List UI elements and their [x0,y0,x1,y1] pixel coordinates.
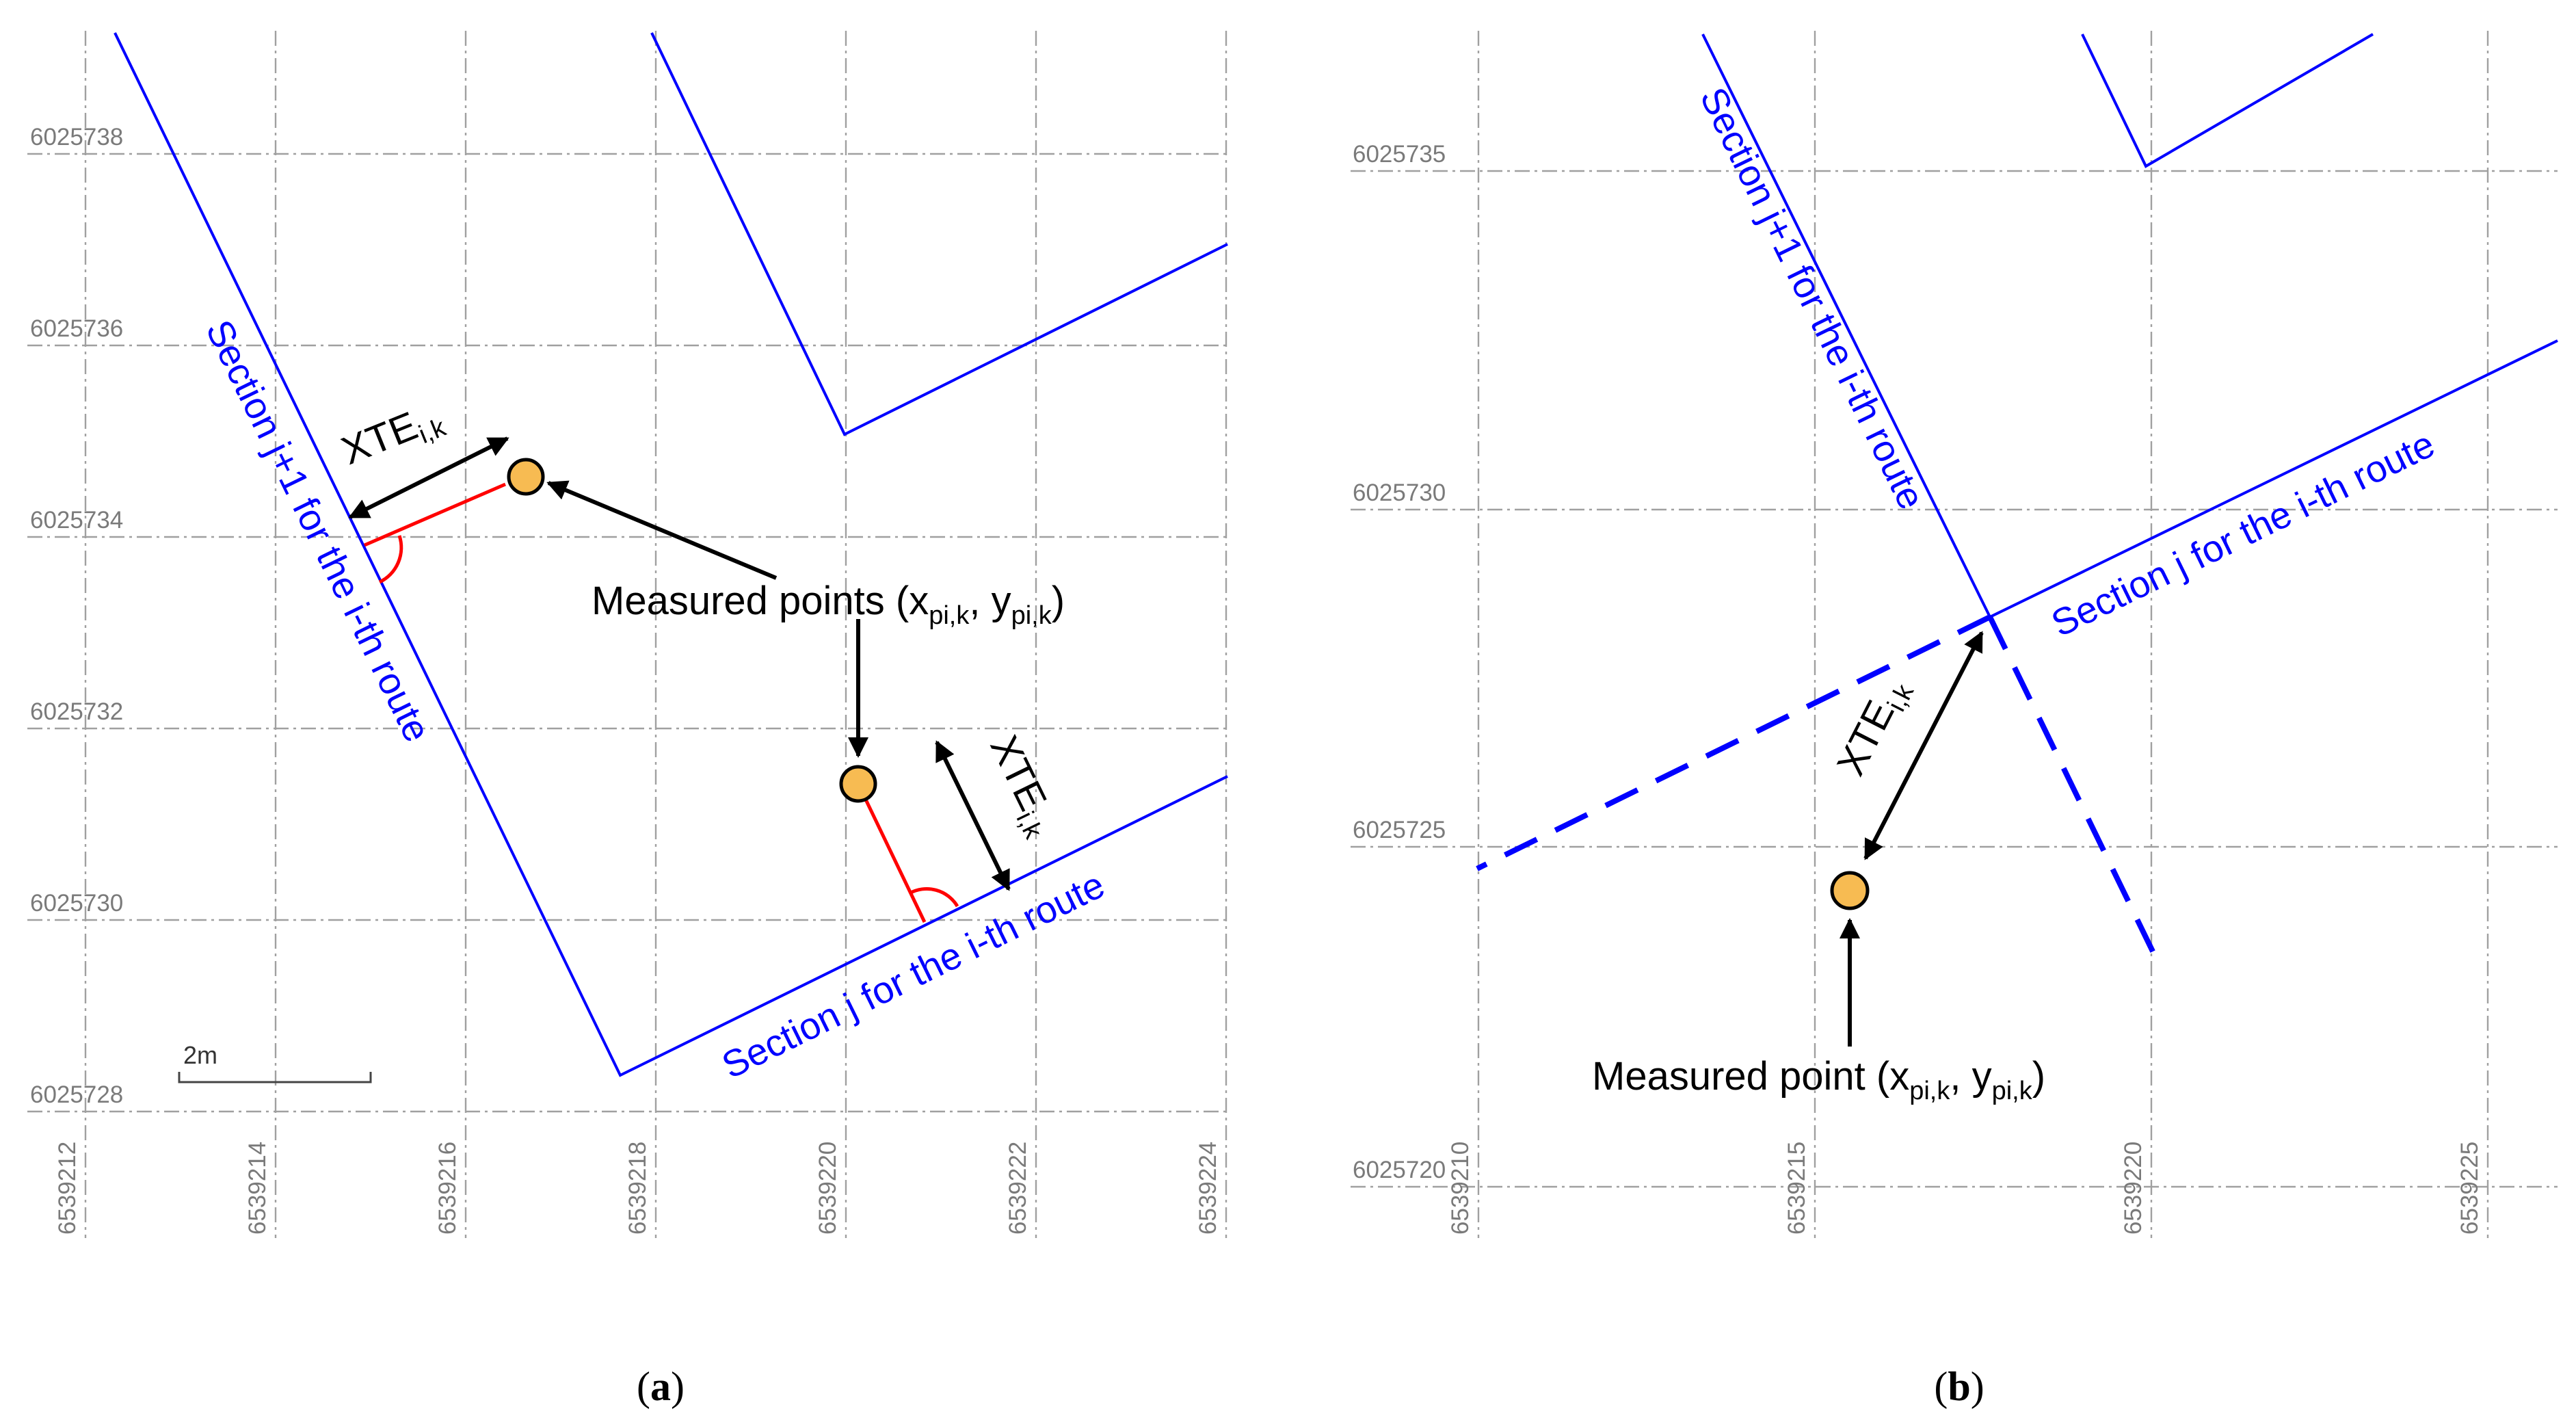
x-tick-label: 6539220 [2120,1142,2147,1235]
route-label-section-j1: Section j+1 for the i-th route [1692,81,1933,516]
xte-arrow [1863,631,1984,860]
measured-point [1830,871,1870,910]
x-tick-label: 6539224 [1195,1142,1221,1235]
route-section-j1 [114,32,1228,1077]
x-tick-label: 6539220 [814,1142,841,1235]
panel-b-grid [1351,31,2558,1238]
x-tick-label: 6539215 [1783,1142,1810,1235]
perpendicular-line [364,482,506,547]
measured-point-label: Measured point (xpi,k, ypi,k) [1592,1054,2045,1105]
x-tick-label: 6539216 [434,1142,461,1235]
x-tick-label: 6539218 [624,1142,651,1235]
xte-arrow [935,740,1011,891]
y-tick-label: 6025720 [1353,1157,1446,1183]
route-extension-dashed [1476,614,1991,871]
x-tick-label: 6539214 [244,1142,271,1235]
route-extension-dashed [1987,616,2157,956]
xte-label: XTEi,k [1829,670,1920,785]
y-tick-label: 6025738 [30,124,123,150]
x-tick-label: 6539212 [54,1142,81,1235]
panel-caption: (a) [637,1364,685,1409]
perpendicular-line [856,783,927,923]
pointer-arrow [546,480,778,580]
y-tick-label: 6025734 [30,507,123,534]
y-tick-label: 6025732 [30,698,123,725]
panel-a: 6025738 6025736 6025734 6025732 6025730 … [27,31,1228,1409]
xte-label: XTEi,k [336,393,451,479]
y-tick-label: 6025728 [30,1081,123,1108]
scale-bar-label: 2m [183,1041,217,1069]
right-angle-marker [378,535,403,584]
y-tick-label: 6025730 [30,890,123,917]
route-label-section-j: Section j for the i-th route [2045,423,2441,645]
route-other [2081,33,2374,168]
route-label-section-j1: Section j+1 for the i-th route [198,313,439,748]
panel-caption: (b) [1934,1364,1984,1409]
xte-label: XTEi,k [977,728,1067,843]
xte-arrow [348,436,509,519]
y-tick-label: 6025730 [1353,479,1446,506]
route-other [650,32,1228,436]
measured-point [839,765,877,803]
measured-points-label: Measured points (xpi,k, ypi,k) [592,579,1065,630]
x-tick-label: 6539222 [1005,1142,1031,1235]
panel-b: 6025735 6025730 6025725 6025720 6539210 … [1351,31,2558,1409]
x-tick-label: 6539225 [2456,1142,2483,1235]
panel-a-grid [27,31,1227,1238]
y-tick-label: 6025725 [1353,817,1446,843]
measured-point [507,458,545,496]
y-tick-label: 6025735 [1353,141,1446,168]
scale-bar [178,1072,372,1083]
y-tick-label: 6025736 [30,315,123,342]
x-tick-label: 6539210 [1447,1142,1474,1235]
